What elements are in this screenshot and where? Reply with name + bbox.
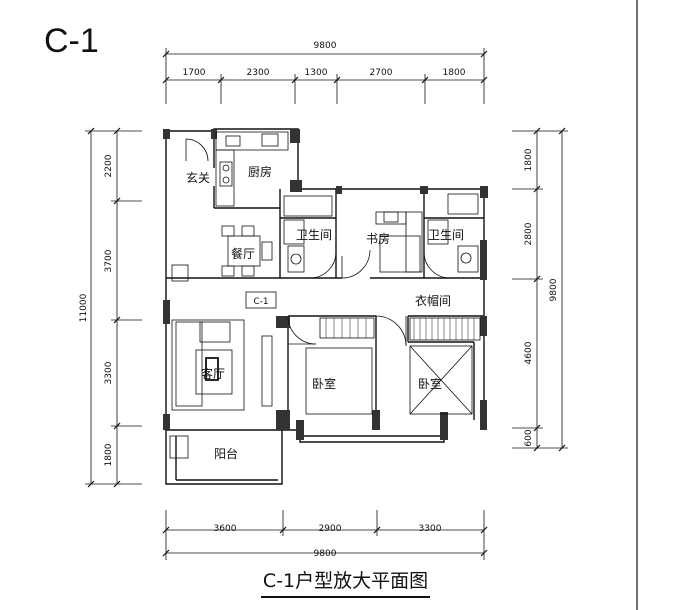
plan-caption-wrap: C-1户型放大平面图 [0, 566, 677, 598]
dim-top-seg: 1300 [305, 68, 328, 78]
dim-bottom-seg: 2900 [319, 524, 342, 534]
unit-tag-box [245, 291, 277, 309]
closet-hatch [325, 318, 475, 340]
dim-left-seg: 3300 [104, 361, 114, 384]
room-label-balcony: 阳台 [214, 446, 238, 461]
dim-right-seg: 1800 [524, 148, 534, 171]
dim-top-seg: 2700 [370, 68, 393, 78]
dim-left-seg: 1800 [104, 443, 114, 466]
room-label-bath-right: 卫生间 [428, 228, 464, 242]
plan-code-title: C-1 [44, 22, 99, 60]
room-label-bath-left: 卫生间 [296, 228, 332, 242]
dim-left-seg: 3700 [104, 249, 114, 272]
room-label-bedroom-right: 卧室 [418, 376, 442, 391]
room-label-kitchen: 厨房 [248, 164, 272, 179]
doors [185, 138, 451, 347]
dim-top-seg: 1800 [443, 68, 466, 78]
dim-bottom-total: 9800 [314, 549, 337, 559]
furniture [169, 131, 481, 459]
dim-top-total: 9800 [314, 41, 337, 51]
plan-caption: C-1户型放大平面图 [260, 566, 431, 598]
dim-right-seg: 4600 [524, 341, 534, 364]
dim-right-seg: 600 [524, 429, 534, 446]
dim-top-seg: 1700 [183, 68, 206, 78]
room-label-living: 客厅 [201, 366, 225, 381]
dim-bottom-seg: 3300 [419, 524, 442, 534]
dim-left-seg: 2200 [104, 154, 114, 177]
room-label-entry: 玄关 [186, 170, 210, 185]
unit-tag: C-1 [253, 297, 268, 307]
dim-bottom-seg: 3600 [214, 524, 237, 534]
room-label-study: 书房 [366, 231, 390, 246]
wall-columns [163, 129, 488, 440]
dim-top-seg: 2300 [247, 68, 270, 78]
room-label-bedroom-left: 卧室 [312, 376, 336, 391]
dim-left-total: 11000 [79, 293, 89, 322]
room-label-closet: 衣帽间 [415, 293, 451, 308]
dimension-lines [85, 48, 568, 560]
dimension-ticks [87, 50, 566, 557]
dim-right-total: 9800 [549, 278, 559, 301]
room-label-dining: 餐厅 [231, 246, 255, 261]
dim-right-seg: 2800 [524, 222, 534, 245]
